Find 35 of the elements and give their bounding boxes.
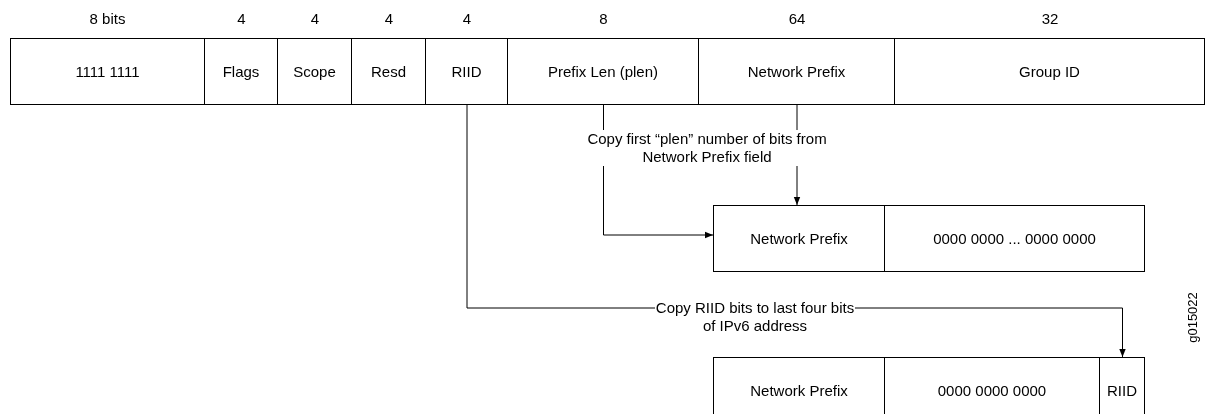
field-name: 1111 1111 — [75, 63, 140, 80]
field-name: Resd — [371, 63, 406, 80]
field-cell — [278, 38, 352, 105]
bit-width-label: 4 — [383, 10, 395, 27]
bit-width-label: 8 bits — [88, 10, 127, 27]
field-cell — [885, 205, 1145, 272]
field-cell — [508, 38, 699, 105]
bit-width-label: 4 — [461, 10, 473, 27]
bit-width-label: 32 — [1040, 10, 1060, 27]
field-name: Network Prefix — [750, 230, 848, 247]
field-cell — [426, 38, 508, 105]
field-cell — [1100, 357, 1145, 414]
field-name: Scope — [293, 63, 336, 80]
field-name: Prefix Len (plen) — [547, 63, 659, 80]
field-cell — [713, 357, 885, 414]
field-name: Flags — [222, 63, 260, 80]
field-cell — [352, 38, 426, 105]
field-name: Network Prefix — [747, 63, 846, 80]
field-cell — [713, 205, 885, 272]
bit-width-label: 64 — [787, 10, 807, 27]
field-name: 0000 0000 ... 0000 0000 — [933, 230, 1096, 247]
field-cell — [10, 38, 205, 105]
field-name: Group ID — [1019, 63, 1080, 80]
field-cell — [205, 38, 278, 105]
figure-id: g015022 — [1184, 291, 1200, 345]
field-cell — [895, 38, 1205, 105]
field-name: Network Prefix — [750, 382, 848, 399]
field-name: 0000 0000 0000 — [937, 382, 1047, 399]
field-cell — [885, 357, 1100, 414]
bit-width-label: 4 — [236, 10, 247, 27]
field-cell — [699, 38, 895, 105]
bit-width-label: 4 — [309, 10, 321, 27]
bit-width-label: 8 — [598, 10, 609, 27]
field-name: RIID — [451, 63, 482, 80]
field-name: RIID — [1107, 382, 1137, 399]
